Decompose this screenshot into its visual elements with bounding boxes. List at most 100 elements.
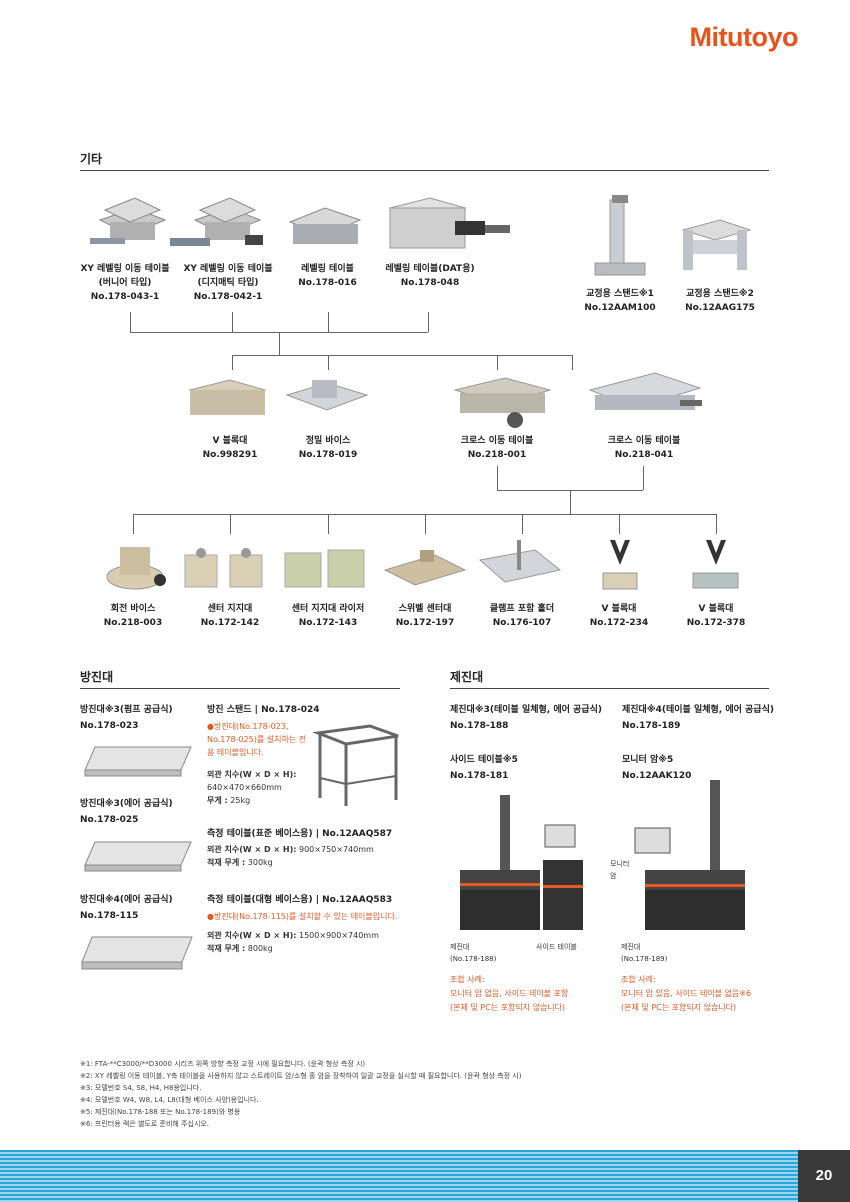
product-number: No.178-048 [400,278,460,288]
measuring-table-standard-specs: 외관 치수(W × D × H): 900×750×740mm 적재 무게 : … [207,845,374,867]
isolation-table-with-monitor-arm-image [634,780,745,930]
anti-vibration-item-1: 방진대※3(펌프 공급식)No.178-023 [80,705,173,731]
product-calibration-stand-2: 교정용 스탠드※2 No.12AAG175 [670,287,770,315]
measuring-table-large-note: ●방진대(No.178-115)를 설치할 수 있는 테이블입니다. [207,912,398,921]
section-title-vibration-isolation: 제진대 [450,670,484,684]
anti-vibration-stand-note: ●방진대(No.178-023, No.178-025)를 설치하는 전용 테이… [207,722,307,757]
cross-travel-table-1-image [453,377,552,428]
anti-vibration-plate-2-image [84,841,192,872]
product-number: No.178-042-1 [193,292,263,302]
combination-example-right: 조합 사례: 모니터 암 있음, 사이드 테이블 없음※6 (본체 및 PC는 … [621,975,752,1012]
combination-example-left: 조합 사례: 모니터 암 없음, 사이드 테이블 포함 (본체 및 PC는 포함… [450,975,569,1012]
product-v-block-234: V 블록대 No.172-234 [574,602,664,630]
rotary-vise-image [106,547,166,590]
section-divider [80,688,400,689]
product-name: 회전 바이스 [110,604,156,614]
footnote-1: ※1: FTA-**C3000/**D3000 시리즈 위쪽 방향 측정 교정 … [80,1060,366,1068]
product-number: No.176-107 [492,618,552,628]
product-name: 크로스 이동 테이블 [607,436,681,446]
center-support-image [184,548,263,588]
product-leveling-table: 레벨링 테이블 No.178-016 [285,262,370,290]
product-v-block-378: V 블록대 No.172-378 [671,602,761,630]
leveling-table-image [288,207,362,244]
swivel-center-support-image [383,550,467,586]
product-number: No.218-001 [467,450,527,460]
product-number: No.218-003 [103,618,163,628]
product-number: No.172-378 [686,618,746,628]
footnote-6: ※6: 프린터용 랙은 별도로 준비해 주십시오. [80,1120,210,1128]
left-callout-isolation-table: 제진대(No.178-188) [450,943,497,963]
product-name: 교정용 스탠드※1 [586,289,654,299]
product-xy-leveling-digimatic: XY 레벨링 이동 테이블 (디지매틱 타입) No.178-042-1 [168,262,288,304]
product-calibration-stand-1: 교정용 스탠드※1 No.12AAM100 [570,287,670,315]
product-name: 클램프 포함 홀더 [489,604,555,614]
v-block-stand-large-image [692,540,739,589]
product-center-support-riser: 센터 지지대 라이저 No.172-143 [278,602,378,630]
product-name: 레벨링 테이블 [301,264,354,274]
footer-stripe [0,1150,850,1202]
product-name: 스위벨 센터대 [398,604,452,614]
anti-vibration-plate-3-image [81,936,193,970]
product-name: 센터 지지대 라이저 [291,604,365,614]
isolation-item-2: 제진대※4(테이블 일체형, 에어 공급식)No.178-189 [622,705,774,731]
precision-vise-image [285,380,369,411]
anti-vibration-stand-title: 방진 스탠드 | No.178-024 [207,705,320,715]
product-subtype: (버니어 타입) [98,278,152,288]
leveling-table-dat-image [388,197,510,249]
product-number: No.178-016 [298,278,357,288]
product-v-block-stand: V 블록대 No.998291 [185,434,275,462]
product-name: XY 레벨링 이동 테이블 [80,264,170,274]
holder-with-clamp-image [478,540,562,583]
product-leveling-table-dat: 레벨링 테이블(DAT용) No.178-048 [375,262,485,290]
product-holder-with-clamp: 클램프 포함 홀더 No.176-107 [474,602,570,630]
product-number: No.12AAM100 [584,303,656,313]
anti-vibration-item-2: 방진대※3(에어 공급식)No.178-025 [80,799,173,825]
footnote-3: ※3: 모델번호 S4, S8, H4, H8용입니다. [80,1084,202,1092]
product-number: No.178-043-1 [90,292,160,302]
xy-table-digimatic-image [170,197,263,246]
product-number: No.172-143 [298,618,358,628]
product-subtype: (디지매틱 타입) [197,278,259,288]
product-number: No.998291 [202,450,258,460]
measuring-table-standard-title: 측정 테이블(표준 베이스용) | No.12AAQ587 [207,829,393,839]
product-name: V 블록대 [698,604,734,614]
product-number: No.12AAG175 [685,303,755,313]
product-center-support: 센터 지지대 No.172-142 [185,602,275,630]
anti-vibration-plate-1-image [84,746,192,777]
calibration-stand-1-image [594,195,646,276]
product-name: 크로스 이동 테이블 [460,436,534,446]
product-swivel-center-support: 스위벨 센터대 No.172-197 [380,602,470,630]
product-name: 정밀 바이스 [305,436,351,446]
product-name: V 블록대 [212,436,248,446]
product-number: No.172-142 [200,618,260,628]
xy-table-vernier-image [90,197,167,244]
anti-vibration-stand-dimensions: 외관 치수(W × D × H): 640×470×660mm 무게 : 25k… [207,770,297,805]
isolation-item-1: 제진대※3(테이블 일체형, 에어 공급식)No.178-188 [450,705,602,731]
section-title-anti-vibration: 방진대 [80,670,114,684]
section-divider [450,688,769,689]
footnote-5: ※5: 제진대(No.178-188 또는 No.178-189)와 병용 [80,1108,241,1116]
measuring-table-large-specs: 외관 치수(W × D × H): 1500×900×740mm 적재 무게 :… [207,931,379,953]
left-callout-side-table: 사이드 테이블 [536,943,577,951]
v-block-stand-image [188,379,267,415]
product-precision-vise: 정밀 바이스 No.178-019 [283,434,373,462]
footnote-2: ※2: XY 레벨링 이동 테이블, Y축 테이블을 사용하지 않고 스트레이트… [80,1072,522,1080]
calibration-stand-2-image [681,219,752,270]
cross-travel-table-2-image [588,372,702,410]
product-name: 레벨링 테이블(DAT용) [385,264,475,274]
measuring-table-large-title: 측정 테이블(대형 베이스용) | No.12AAQ583 [207,895,393,905]
isolation-table-with-side-table-image [460,795,583,930]
footnote-4: ※4: 모델번호 W4, W8, L4, L8(대형 베이스 사양)용입니다. [80,1096,259,1104]
product-name: V 블록대 [601,604,637,614]
right-callout-isolation-table: 제진대(No.178-189) [621,943,668,963]
product-cross-travel-table-1: 크로스 이동 테이블 No.218-001 [447,434,547,462]
product-number: No.178-019 [298,450,358,460]
product-number: No.218-041 [614,450,674,460]
product-number: No.172-197 [395,618,455,628]
center-support-riser-image [284,549,365,588]
product-number: No.172-234 [589,618,649,628]
product-name: XY 레벨링 이동 테이블 [183,264,273,274]
anti-vibration-item-3: 방진대※4(에어 공급식)No.178-115 [80,895,173,921]
